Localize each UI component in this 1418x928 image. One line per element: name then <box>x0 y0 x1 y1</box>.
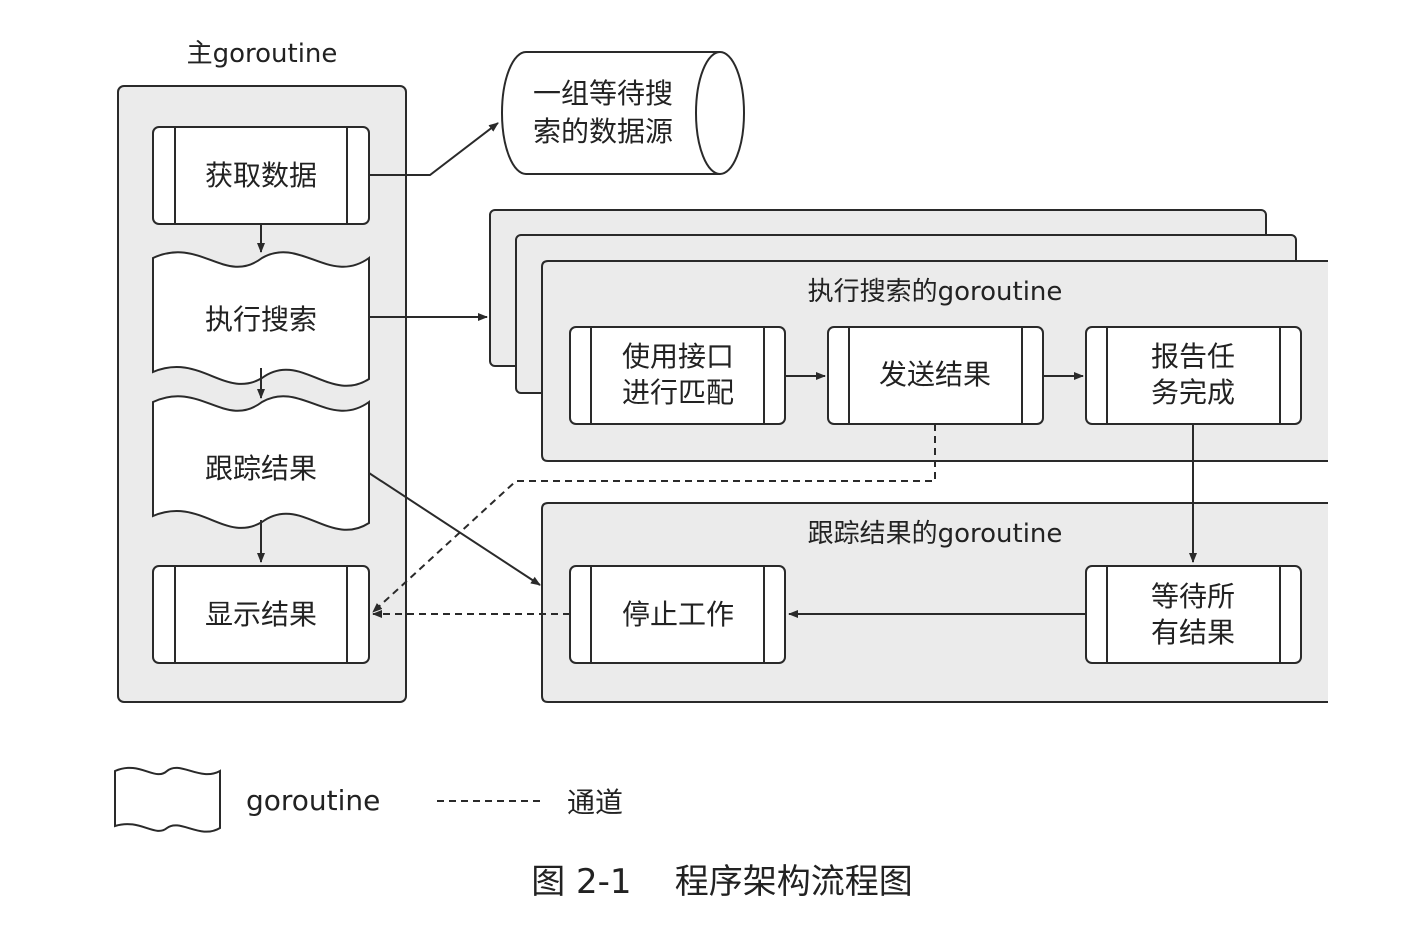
report-label-line1: 报告任 <box>1151 340 1235 373</box>
track-to-panel-arrow <box>368 472 541 586</box>
run-search-label: 执行搜索 <box>205 303 317 336</box>
wait-label-line2: 有结果 <box>1151 616 1235 649</box>
main-goroutine-title: 主goroutine <box>187 39 338 69</box>
data-source-line1: 一组等待搜 <box>533 77 673 110</box>
legend: goroutine 通道 <box>114 766 623 833</box>
send-results-process: 发送结果 <box>827 326 1044 425</box>
send-to-display-channel <box>372 424 936 613</box>
fetch-data-process: 获取数据 <box>152 126 370 225</box>
track-goroutine-title: 跟踪结果的goroutine <box>808 519 1063 549</box>
wait-all-results-process: 等待所 有结果 <box>1085 565 1302 664</box>
match-label-line2: 进行匹配 <box>622 376 734 409</box>
legend-goroutine-label: goroutine <box>246 784 380 817</box>
stop-work-label: 停止工作 <box>622 598 734 631</box>
data-source-cylinder: 一组等待搜 索的数据源 <box>501 51 745 175</box>
track-results-label: 跟踪结果 <box>205 452 317 485</box>
legend-channel-label: 通道 <box>567 786 623 819</box>
display-results-label: 显示结果 <box>205 598 317 631</box>
stop-work-process: 停止工作 <box>569 565 786 664</box>
display-results-process: 显示结果 <box>152 565 370 664</box>
match-label-line1: 使用接口 <box>622 340 734 373</box>
fetch-to-source-arrow <box>369 122 499 176</box>
wait-label-line1: 等待所 <box>1151 580 1235 613</box>
track-results-goroutine: 跟踪结果 <box>152 395 370 531</box>
search-goroutine-title: 执行搜索的goroutine <box>808 277 1063 307</box>
match-interface-process: 使用接口 进行匹配 <box>569 326 786 425</box>
figure-caption: 图 2-1 程序架构流程图 <box>531 862 913 902</box>
run-search-goroutine: 执行搜索 <box>152 251 370 387</box>
report-done-process: 报告任 务完成 <box>1085 326 1302 425</box>
data-source-line2: 索的数据源 <box>533 115 673 148</box>
send-results-label: 发送结果 <box>879 358 991 391</box>
legend-goroutine-shape <box>114 766 221 833</box>
fetch-data-label: 获取数据 <box>205 159 317 192</box>
report-label-line2: 务完成 <box>1151 376 1235 409</box>
